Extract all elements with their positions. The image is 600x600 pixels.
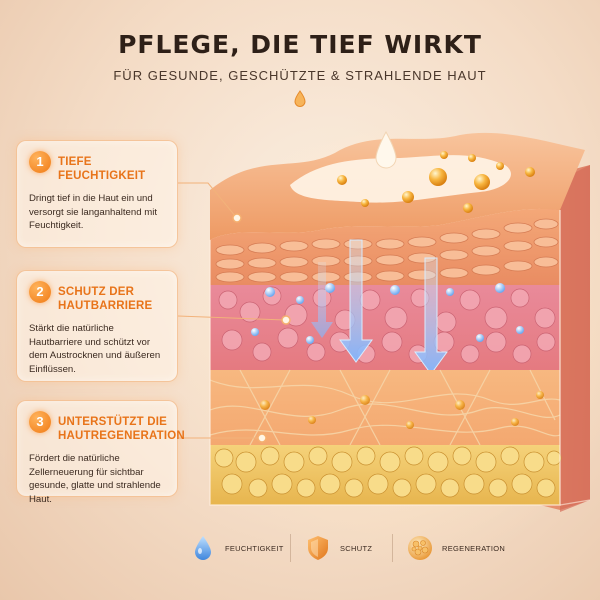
legend-label: FEUCHTIGKEIT — [225, 543, 284, 553]
page-subtitle: FÜR GESUNDE, GESCHÜTZTE & STRAHLENDE HAU… — [113, 68, 487, 83]
legend-item-moisture: FEUCHTIGKEIT — [188, 530, 284, 566]
page-title: PFLEGE, DIE TIEF WIRKT — [118, 30, 482, 59]
legend-divider — [290, 534, 291, 562]
legend-item-protection: SCHUTZ — [303, 530, 372, 566]
legend-label: SCHUTZ — [340, 543, 373, 553]
step-number-badge: 1 — [29, 151, 51, 173]
card-title: SCHUTZ DER HAUTBARRIERE — [58, 286, 153, 312]
cell-icon — [408, 536, 432, 560]
card-title: UNTERSTÜTZT DIE HAUTREGENERATION — [58, 416, 185, 442]
feature-card-barrier: 2 SCHUTZ DER HAUTBARRIERE Stärkt die nat… — [16, 270, 178, 382]
card-description: Dringt tief in die Haut ein und versorgt… — [29, 193, 157, 231]
card-description: Fördert die natürliche Zellerneuerung fü… — [29, 453, 161, 505]
legend-label: REGENERATION — [442, 543, 506, 553]
feature-card-moisture: 1 TIEFE FEUCHTIGKEIT Dringt tief in die … — [16, 140, 178, 248]
legend-item-regeneration: REGENERATION — [405, 530, 505, 566]
card-title: TIEFE FEUCHTIGKEIT — [58, 156, 146, 182]
drop-icon — [294, 90, 306, 107]
step-number-badge: 3 — [29, 411, 51, 433]
legend: FEUCHTIGKEIT SCHUTZ — [0, 530, 600, 570]
feature-card-regeneration: 3 UNTERSTÜTZT DIE HAUTREGENERATION Förde… — [16, 400, 185, 505]
step-number-badge: 2 — [29, 281, 51, 303]
card-description: Stärkt die natürliche Hautbarriere und s… — [29, 323, 161, 375]
legend-divider — [392, 534, 393, 562]
shield-icon — [308, 536, 328, 560]
water-drop-icon — [195, 536, 211, 560]
